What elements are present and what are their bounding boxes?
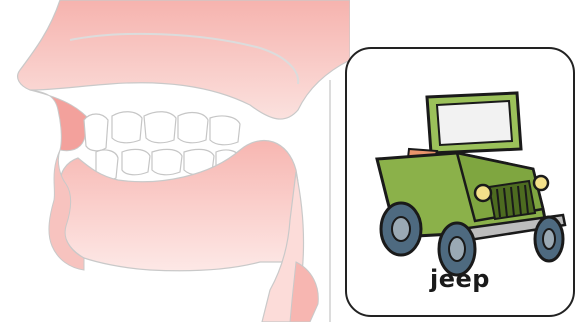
upper-palate-region — [18, 0, 350, 119]
mouth-cross-section-diagram — [0, 0, 350, 322]
card-word-label: jeep — [347, 265, 573, 293]
jeep-icon — [357, 79, 567, 279]
picture-card: jeep — [345, 47, 575, 317]
upper-lip — [30, 90, 90, 151]
upper-teeth — [84, 112, 240, 151]
